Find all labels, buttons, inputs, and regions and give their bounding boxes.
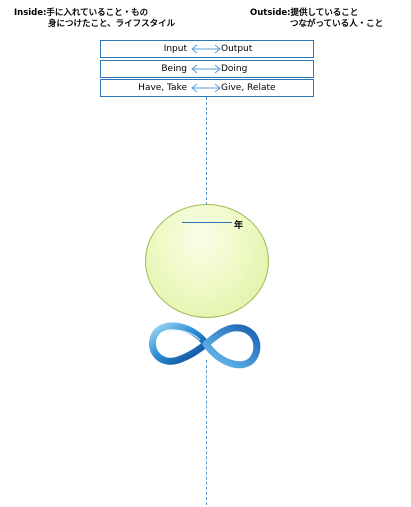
pair-left-label: Have, Take (138, 83, 187, 93)
double-arrow-icon (191, 44, 221, 54)
center-dashed-line-top (206, 97, 207, 205)
pair-box-have-give: Have, Take Give, Relate (100, 79, 314, 97)
pair-left-label: Input (163, 44, 187, 54)
pair-right-label: Doing (221, 64, 248, 74)
pair-left-label: Being (161, 64, 187, 74)
pair-box-being-doing: Being Doing (100, 60, 314, 78)
inside-heading-line2: 身につけたこと、ライフスタイル (48, 19, 176, 29)
double-arrow-icon (191, 64, 221, 74)
inside-heading-line1: Inside:手に入れていること・もの (14, 8, 149, 18)
double-arrow-icon (191, 83, 221, 93)
year-underline (182, 222, 232, 223)
inside-heading: Inside:手に入れていること・もの 身につけたこと、ライフスタイル (14, 8, 175, 30)
pair-right-label: Give, Relate (221, 83, 276, 93)
outside-heading-line2: つながっている人・こと (290, 19, 384, 29)
self-oval (145, 204, 269, 318)
pair-box-input-output: Input Output (100, 40, 314, 58)
year-label: 年 (234, 221, 244, 231)
pair-right-label: Output (221, 44, 253, 54)
infinity-icon (149, 322, 261, 369)
outside-heading: Outside:提供していること つながっている人・こと (250, 8, 383, 30)
center-dashed-line-bottom (206, 360, 207, 505)
outside-heading-line1: Outside:提供していること (250, 8, 359, 18)
